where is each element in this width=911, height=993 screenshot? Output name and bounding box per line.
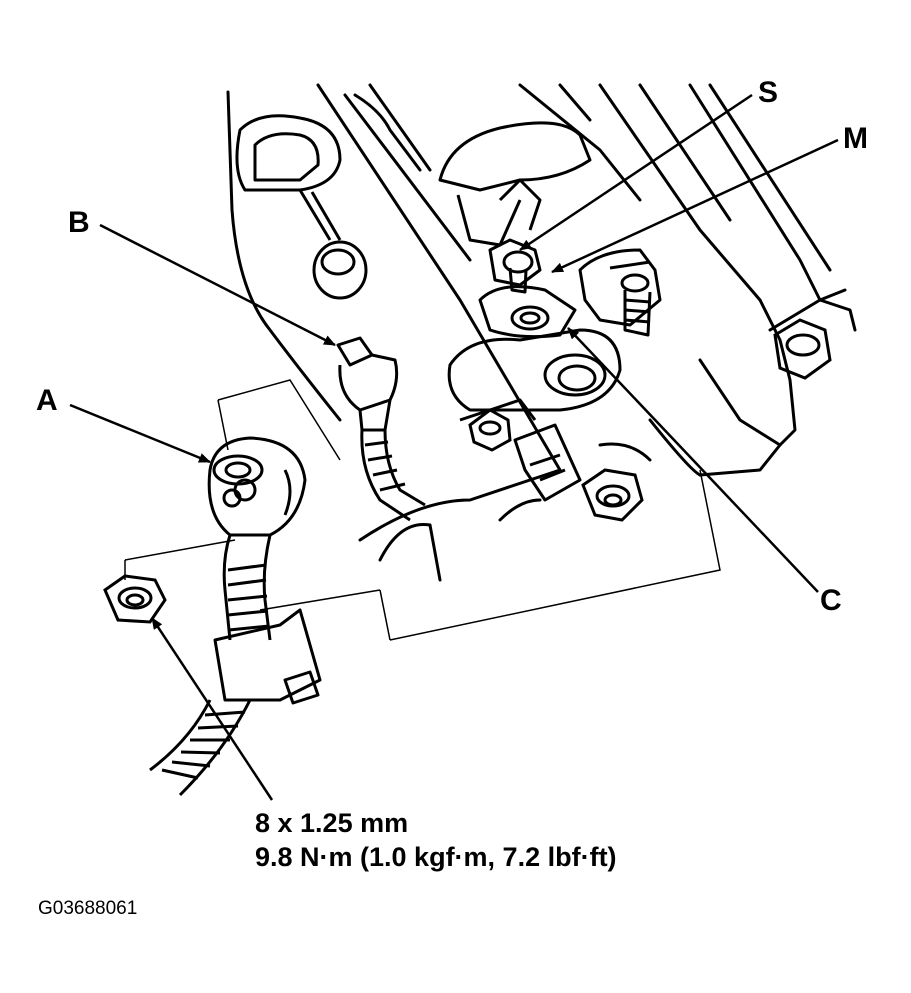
hex-nut-center — [581, 468, 644, 522]
leader-m — [551, 138, 839, 274]
upper-hose-bracket — [235, 114, 368, 300]
leader-s — [519, 93, 753, 252]
leader-nut — [150, 617, 274, 801]
ground-terminal-a — [149, 436, 322, 797]
sensor-connector — [459, 398, 582, 502]
bolt-size-label: 8 x 1.25 mm — [255, 808, 409, 838]
callout-c: C — [820, 584, 842, 617]
exploded-view-frame — [124, 379, 721, 641]
leader-c — [567, 327, 819, 593]
torque-value-label: 9.8 N·m (1.0 kgf·m, 7.2 lbf·ft) — [255, 842, 617, 872]
leader-a — [69, 403, 211, 464]
figure-id: G03688061 — [38, 898, 138, 919]
callout-b: B — [68, 206, 90, 239]
hex-nut-right — [773, 318, 832, 380]
callout-a: A — [36, 384, 58, 417]
mount-boss-assembly — [438, 121, 662, 412]
leader-b — [99, 223, 336, 347]
hex-nut-lower-left — [103, 574, 167, 624]
sensor-b-harness — [336, 336, 426, 522]
callout-s: S — [758, 76, 778, 109]
callout-m: M — [843, 122, 868, 155]
engine-block-outline — [226, 83, 857, 582]
leader-lines — [69, 93, 839, 801]
